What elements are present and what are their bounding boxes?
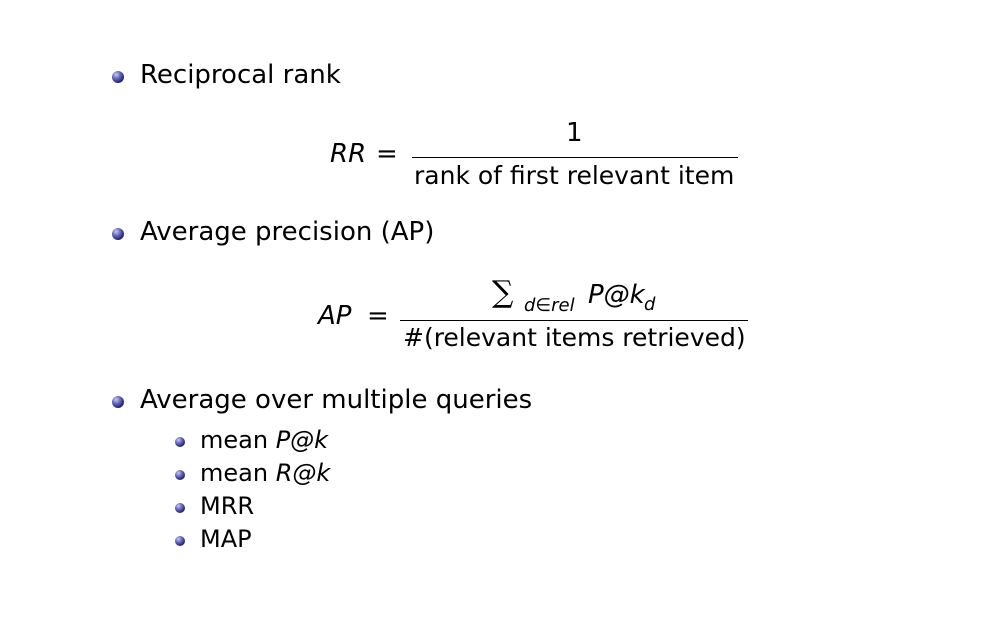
rr-numerator: 1	[566, 118, 583, 148]
sub-bullet-icon	[175, 470, 185, 480]
sub-bullet-icon	[175, 437, 185, 447]
reciprocal-rank-label: Reciprocal rank	[140, 60, 341, 90]
sub-bullet-icon	[175, 503, 185, 513]
sub-item-prefix: MAP	[200, 525, 252, 553]
sum-symbol: ∑	[492, 275, 514, 310]
bullet-icon	[112, 71, 124, 83]
sub-item-math: R@k	[275, 459, 331, 487]
rr-fraction-bar	[412, 157, 738, 158]
sub-bullet-icon	[175, 536, 185, 546]
ap-equals: =	[367, 301, 389, 331]
sub-item-map: MAP	[200, 525, 252, 553]
ap-term: P@k	[588, 280, 645, 310]
sub-item-mean-pk: mean P@k	[200, 426, 328, 454]
ap-term-subscript: d	[644, 294, 656, 315]
sub-item-math: P@k	[275, 426, 329, 454]
rr-denominator: rank of first relevant item	[414, 161, 735, 190]
bullet-icon	[112, 396, 124, 408]
ap-denominator: #(relevant items retrieved)	[403, 323, 746, 352]
sub-item-prefix: mean	[200, 459, 276, 487]
bullet-icon	[112, 228, 124, 240]
sub-item-mrr: MRR	[200, 492, 254, 520]
sum-subscript: d∈rel	[524, 295, 575, 316]
ap-lhs: AP	[318, 301, 352, 331]
rr-lhs: RR	[330, 139, 367, 169]
average-precision-label: Average precision (AP)	[140, 217, 435, 247]
sub-item-prefix: mean	[200, 426, 276, 454]
average-queries-label: Average over multiple queries	[140, 385, 533, 415]
sub-item-mean-rk: mean R@k	[200, 459, 330, 487]
rr-equals: =	[376, 139, 398, 169]
sub-item-prefix: MRR	[200, 492, 255, 520]
ap-fraction-bar	[400, 320, 748, 321]
